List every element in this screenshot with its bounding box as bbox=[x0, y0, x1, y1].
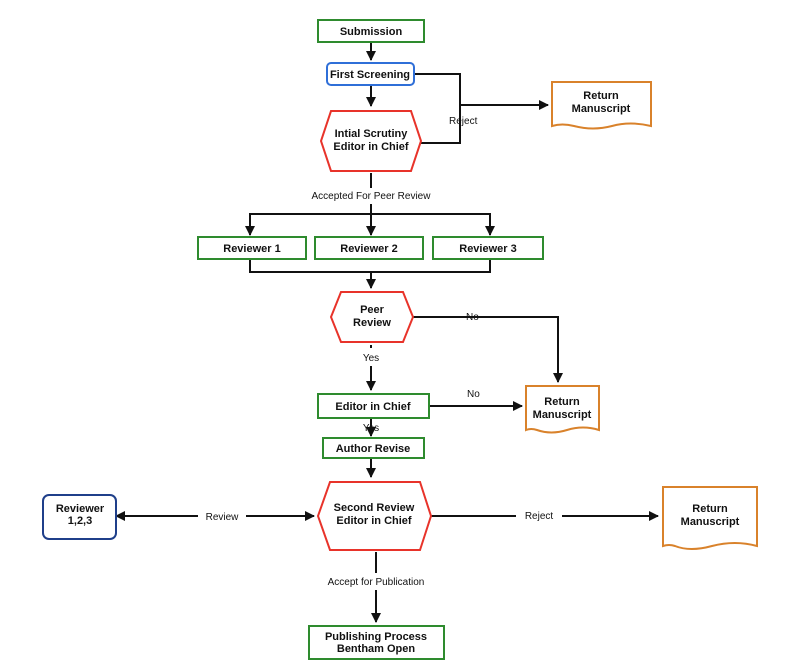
first-screening-node: First Screening bbox=[326, 62, 415, 86]
return-manuscript-3-line-2: Manuscript bbox=[681, 516, 740, 528]
return-manuscript-3-line-1: Return bbox=[692, 503, 728, 515]
connectors bbox=[115, 43, 659, 623]
arrow-peer-no-to-return bbox=[413, 316, 563, 383]
first-screening-label: First Screening bbox=[330, 69, 410, 81]
second-review-node: Second Review Editor in Chief bbox=[316, 481, 433, 551]
no-label-2: No bbox=[467, 389, 480, 400]
line-merge-reviewers bbox=[249, 260, 491, 273]
peer-review-line-2: Review bbox=[353, 317, 391, 329]
author-revise-label: Author Revise bbox=[336, 443, 411, 455]
initial-scrutiny-line-1: Intial Scrutiny bbox=[335, 128, 409, 140]
return-manuscript-2-node: Return Manuscript bbox=[525, 385, 600, 434]
return-manuscript-1-line-2: Manuscript bbox=[572, 103, 631, 115]
reviewer-3-label: Reviewer 3 bbox=[459, 243, 516, 255]
reviewer-1-box bbox=[197, 236, 307, 260]
peer-review-hexagon bbox=[329, 291, 415, 343]
line-scrutiny-to-reject bbox=[421, 105, 461, 144]
no-label-1: No bbox=[466, 312, 479, 323]
reject-label-1: Reject bbox=[449, 116, 478, 127]
author-revise-box bbox=[322, 437, 425, 459]
initial-scrutiny-line-2: Editor in Chief bbox=[333, 141, 409, 153]
reviewer-123-node: Reviewer 1,2,3 bbox=[42, 494, 117, 540]
reviewer-3-node: Reviewer 3 bbox=[432, 236, 544, 260]
reviewer-1-node: Reviewer 1 bbox=[197, 236, 307, 260]
editor-in-chief-label: Editor in Chief bbox=[335, 401, 411, 413]
peer-review-node: Peer Review bbox=[329, 291, 415, 343]
reviewer-2-box bbox=[314, 236, 424, 260]
return-manuscript-2-document bbox=[525, 385, 600, 434]
line-branch-reviewers bbox=[249, 213, 491, 235]
second-review-hexagon bbox=[316, 481, 433, 551]
reviewer-2-label: Reviewer 2 bbox=[340, 243, 397, 255]
accepted-for-peer-review-label: Accepted For Peer Review bbox=[312, 191, 432, 202]
yes-label-1: Yes bbox=[363, 353, 379, 364]
initial-scrutiny-hexagon bbox=[319, 110, 423, 172]
return-manuscript-1-line-1: Return bbox=[583, 90, 619, 102]
arrow-screening-to-return bbox=[414, 73, 549, 110]
peer-review-line-1: Peer bbox=[360, 304, 385, 316]
editor-in-chief-box bbox=[317, 393, 430, 419]
return-manuscript-2-line-1: Return bbox=[544, 396, 580, 408]
publishing-process-line-1: Publishing Process bbox=[325, 631, 427, 643]
second-review-line-2: Editor in Chief bbox=[336, 515, 412, 527]
accept-for-publication-label: Accept for Publication bbox=[328, 577, 425, 588]
second-review-line-1: Second Review bbox=[334, 502, 415, 514]
return-manuscript-3-document bbox=[662, 486, 758, 550]
submission-label: Submission bbox=[340, 26, 403, 38]
editor-in-chief-node: Editor in Chief bbox=[317, 393, 430, 419]
publishing-process-node: Publishing Process Bentham Open bbox=[308, 625, 445, 660]
return-manuscript-1-node: Return Manuscript bbox=[551, 81, 652, 130]
reviewer-123-line-1: Reviewer bbox=[56, 503, 105, 515]
yes-label-2: Yes bbox=[363, 423, 379, 434]
return-manuscript-2-line-2: Manuscript bbox=[533, 409, 592, 421]
reject-label-2: Reject bbox=[525, 511, 554, 522]
reviewer-123-line-2: 1,2,3 bbox=[68, 515, 92, 527]
submission-node: Submission bbox=[317, 19, 425, 43]
return-manuscript-3-node: Return Manuscript bbox=[662, 486, 758, 550]
author-revise-node: Author Revise bbox=[322, 437, 425, 459]
initial-scrutiny-node: Intial Scrutiny Editor in Chief bbox=[319, 110, 423, 172]
reviewer-1-label: Reviewer 1 bbox=[223, 243, 280, 255]
review-label: Review bbox=[206, 512, 240, 523]
submission-box bbox=[317, 19, 425, 43]
publishing-process-line-2: Bentham Open bbox=[337, 643, 416, 655]
reviewer-123-box bbox=[42, 494, 117, 540]
return-manuscript-1-document bbox=[551, 81, 652, 130]
reviewer-2-node: Reviewer 2 bbox=[314, 236, 424, 260]
publishing-process-box bbox=[308, 625, 445, 660]
reviewer-3-box bbox=[432, 236, 544, 260]
first-screening-box bbox=[326, 62, 415, 86]
